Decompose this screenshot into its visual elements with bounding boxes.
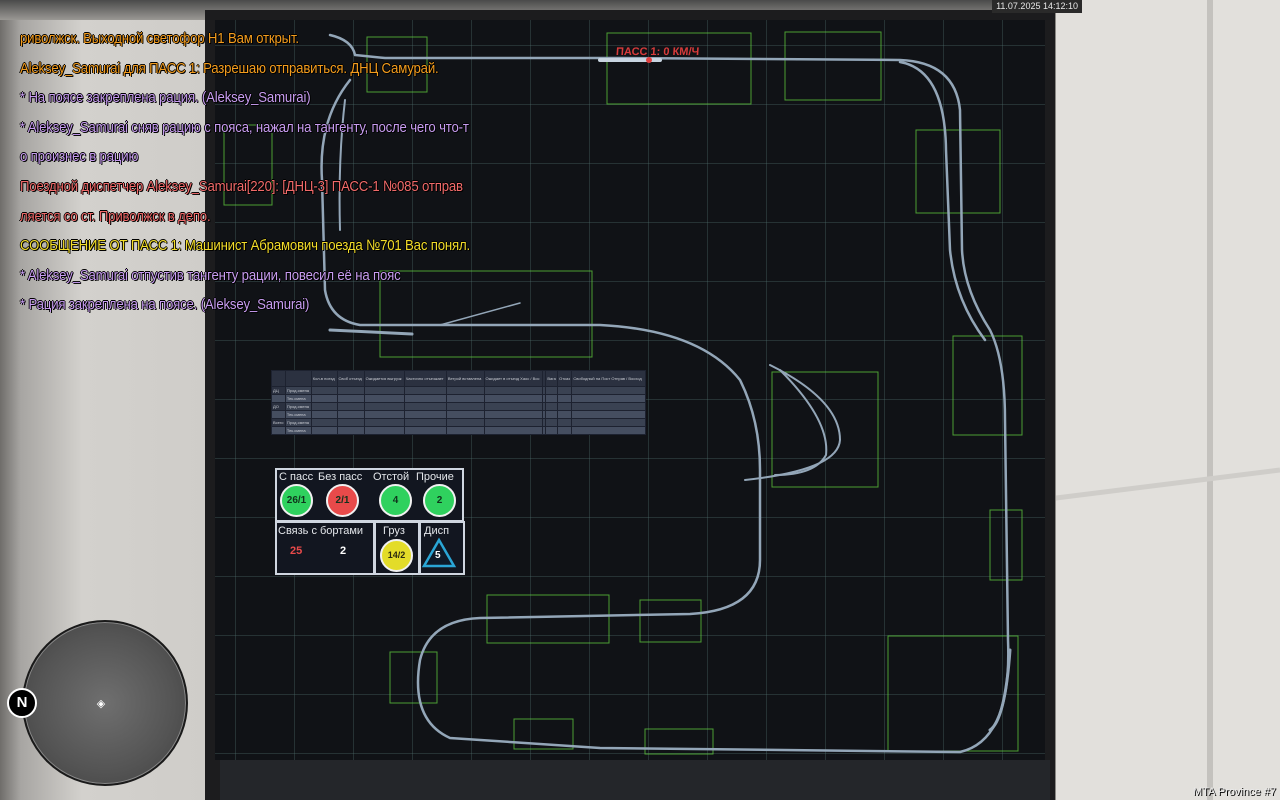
statistics-table: Кол-в поезд Своб отъезд Ожидается выгруз… [271, 370, 646, 435]
chat-line: * Aleksey_Samurai сняв рацию с пояса, на… [20, 118, 469, 136]
chat-line: * Aleksey_Samurai отпустив тангенту раци… [20, 266, 401, 284]
label-parked: Отстой [373, 471, 410, 483]
chat-line: о произнес в рацию [20, 148, 139, 166]
table-header-cell: Ожидает в отъезд Хаос / Вос [483, 370, 544, 387]
row-label: Тек.смена [284, 394, 312, 403]
row-label: Тек.смена [284, 410, 312, 419]
table-header-cell: Ожидается выгрузк [363, 370, 405, 387]
train-marker [646, 57, 652, 63]
without-passengers-counter: 2/1 [326, 484, 359, 517]
chat-line: риволжск. Выходной светофор Н1 Вам откры… [20, 30, 299, 47]
row-label: Тек.смена [284, 426, 312, 435]
label-other: Прочие [416, 471, 454, 483]
player-arrow-icon: ◈ [96, 698, 106, 710]
row-group: Всего [271, 418, 286, 427]
table-header-row: Кол-в поезд Своб отъезд Ожидается выгруз… [271, 370, 646, 387]
chat-line: * Рация закреплена на поясе. (Aleksey_Sa… [20, 296, 310, 314]
comm-red-count: 25 [290, 545, 303, 557]
label-with-passengers: С пасс [279, 471, 314, 483]
label-cargo: Груз [383, 525, 405, 537]
table-row: ДЦ Прод.смена [271, 386, 646, 395]
label-without-passengers: Без пасс [318, 471, 363, 483]
chat-log: риволжск. Выходной светофор Н1 Вам откры… [20, 24, 500, 320]
timestamp: 11.07.2025 14:12:10 [992, 0, 1082, 13]
track-lines [320, 33, 1012, 754]
table-header-cell: Своб отъезд [336, 370, 365, 387]
chat-line: Aleksey_Samurai для ПАСС 1: Разрешаю отп… [20, 59, 439, 77]
train-speed-label: ПАСС 1: 0 КМ/Ч [615, 46, 700, 58]
label-comm-with-boards: Связь с бортами [278, 525, 364, 537]
table-row: Тек.смена [271, 410, 646, 419]
row-group [271, 426, 286, 435]
label-dispatcher: Дисп [424, 525, 450, 537]
display-base [220, 760, 1050, 800]
row-group: ДЦ [271, 386, 286, 395]
cargo-counter: 14/2 [380, 539, 413, 572]
other-counter: 2 [423, 484, 456, 517]
table-row: ДО Прод.смена [271, 402, 646, 411]
table-header-cell: Отказ [557, 370, 573, 387]
north-compass-icon: N [7, 688, 37, 718]
row-label: Прод.смена [284, 402, 312, 411]
server-name: MTA Province #7 [1193, 786, 1276, 798]
row-group [271, 394, 286, 403]
chat-line: СООБЩЕНИЕ ОТ ПАСС 1: Машинист Абрамович … [20, 237, 471, 255]
chat-line: Поездной диспетчер Aleksey_Samurai[220]:… [20, 177, 463, 195]
chat-line: ляется со ст. Приволжск в депо. [20, 207, 211, 225]
minimap-radar [22, 620, 188, 786]
table-header-cell: Вага [545, 370, 559, 387]
table-row: Тек.смена [271, 426, 646, 435]
table-row: Тек.смена [271, 394, 646, 403]
parked-counter: 4 [379, 484, 412, 517]
comm-white-count: 2 [340, 545, 347, 557]
comm-panel [275, 521, 375, 575]
table-header-cell [284, 370, 312, 387]
chat-line: * На поясе закреплена рация. (Aleksey_Sa… [20, 89, 311, 107]
row-group: ДО [271, 402, 286, 411]
warning-triangle-icon [421, 537, 457, 568]
row-label: Прод.смена [284, 386, 312, 395]
table-header-cell: Свободный на Пост Отправ / Восход [571, 370, 646, 387]
row-label: Прод.смена [284, 418, 312, 427]
dispatcher-count: 5 [435, 550, 441, 561]
table-header-cell [271, 370, 286, 387]
row-group [271, 410, 286, 419]
table-header-cell: Ветрой вставлена [445, 370, 485, 387]
with-passengers-counter: 26/1 [280, 484, 313, 517]
table-header-cell: Кол-в поезд [310, 370, 338, 387]
table-header-cell: Частично отъезжает [403, 370, 447, 387]
table-row: Всего Прод.смена [271, 418, 646, 427]
